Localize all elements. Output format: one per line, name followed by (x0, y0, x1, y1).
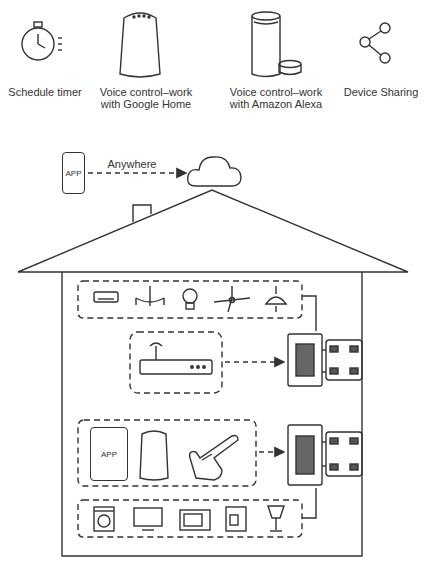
house-outline (18, 190, 408, 556)
phone-icon: APP (90, 427, 128, 481)
smart-switch (288, 334, 362, 386)
feature-caption: Device Sharing (341, 86, 421, 98)
share-icon (360, 23, 390, 63)
cloud-icon (188, 157, 241, 186)
dashed-arrow (225, 361, 284, 362)
router-group (130, 332, 222, 393)
control-group (78, 420, 256, 486)
app-text: APP (101, 450, 117, 459)
arrow-label: Anywhere (95, 158, 169, 170)
timer-icon (22, 22, 62, 60)
dashed-arrow (88, 172, 186, 173)
smart-switch (288, 425, 362, 485)
wire (302, 296, 316, 331)
phone-icon: APP (62, 152, 85, 194)
google-home-icon (120, 13, 160, 77)
appliance-icons (94, 286, 286, 312)
feature-caption: Voice control–work with Amazon Alexa (220, 86, 332, 110)
control-icons (140, 431, 238, 480)
appliance-icons (94, 506, 284, 531)
alexa-icon (252, 12, 301, 77)
wire (302, 488, 316, 518)
feature-caption: Voice control–work with Google Home (90, 86, 202, 110)
appliance-group (78, 281, 302, 318)
dashed-arrow (259, 451, 284, 452)
appliance-group (78, 500, 302, 537)
feature-caption: Schedule timer (3, 86, 87, 98)
router-icon (140, 343, 212, 374)
app-text: APP (65, 169, 81, 178)
